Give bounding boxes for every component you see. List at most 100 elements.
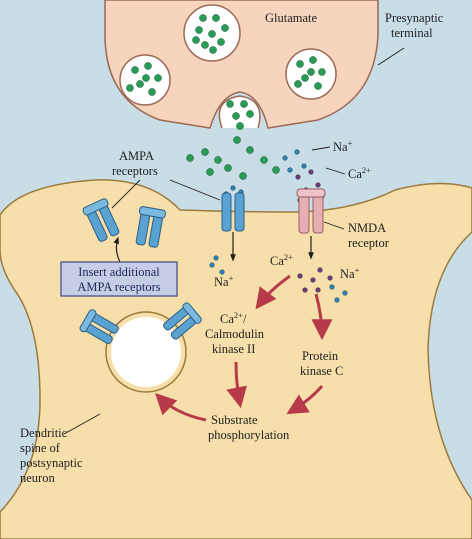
calcium-dot — [297, 273, 303, 279]
glutamate-dot — [201, 148, 209, 156]
postsynaptic-spine — [0, 179, 472, 539]
sodium-dot — [294, 149, 300, 155]
ampa-receptor-endosome-left — [79, 309, 119, 345]
sodium-dot — [334, 297, 340, 303]
leader-nmda — [323, 221, 345, 230]
glutamate-dot — [239, 172, 247, 180]
label-pkc-line2: kinase C — [300, 364, 343, 378]
arrow-ca-to-pkc — [311, 293, 333, 341]
nmda-receptor — [296, 188, 326, 234]
sodium-dot — [219, 269, 225, 275]
label-camk-line2: Calmodulin — [205, 327, 265, 341]
ampa-receptor-left — [82, 198, 120, 242]
glutamate-dot — [246, 146, 254, 154]
label-pkc-line1: Protein — [302, 349, 339, 363]
glutamate-dot — [209, 46, 217, 54]
label-na-left: Na+ — [214, 273, 234, 289]
glutamate-dot — [236, 122, 244, 130]
glutamate-dot — [309, 56, 317, 64]
sodium-dot — [287, 167, 293, 173]
arrow-insert-to-membrane — [113, 236, 121, 263]
sodium-dot — [282, 155, 288, 161]
insert-box-line2: AMPA receptors — [77, 280, 160, 294]
arrow-substrate-to-endosome — [155, 393, 207, 422]
glutamate-dot — [131, 66, 139, 74]
arrow-pkc-to-substrate — [286, 385, 324, 415]
leader-ampa-2 — [169, 179, 221, 201]
ampa-receptor-endosome-right — [163, 302, 202, 340]
calcium-dot — [302, 287, 308, 293]
glutamate-dot — [186, 154, 194, 162]
label-presynaptic-line2: terminal — [391, 26, 433, 40]
label-glutamate: Glutamate — [265, 11, 318, 25]
label-ca-mid: Ca2+ — [270, 252, 293, 268]
label-ampa-line1: AMPA — [119, 149, 154, 163]
glutamate-dot — [195, 26, 203, 34]
label-dendritic-line1: Dendritic — [20, 426, 68, 440]
glutamate-dot — [272, 166, 280, 174]
label-dendritic-line4: neuron — [20, 471, 55, 485]
label-substrate-line2: phosphorylation — [208, 428, 290, 442]
label-ampa-line2: receptors — [112, 164, 158, 178]
glutamate-dot — [212, 14, 220, 22]
glutamate-dot — [318, 68, 326, 76]
glutamate-dot — [246, 110, 254, 118]
label-nmda-line1: NMDA — [348, 221, 386, 235]
glutamate-dot — [314, 82, 322, 90]
leader-ampa-1 — [111, 179, 141, 209]
calcium-dot — [295, 174, 301, 180]
sodium-dot — [301, 163, 307, 169]
label-na-top: Na+ — [333, 138, 353, 154]
glutamate-dot — [296, 60, 304, 68]
glutamate-dot — [224, 164, 232, 172]
glutamate-dot — [233, 136, 241, 144]
glutamate-dot — [201, 41, 209, 49]
label-ca-top: Ca2+ — [348, 165, 371, 181]
leader-dendritic — [63, 413, 101, 435]
leader-na-top — [311, 146, 331, 151]
glutamate-dot — [206, 168, 214, 176]
glutamate-dot — [154, 74, 162, 82]
glutamate-dot — [221, 24, 229, 32]
insert-ampa-box — [60, 261, 178, 297]
glutamate-dot — [148, 88, 156, 96]
glutamate-dot — [136, 80, 144, 88]
sodium-dot — [230, 185, 236, 191]
glutamate-dot — [260, 156, 268, 164]
ampa-receptor-middle — [135, 206, 166, 248]
label-dendritic-line3: postsynaptic — [20, 456, 83, 470]
sodium-dot — [213, 255, 219, 261]
calcium-dot — [310, 277, 316, 283]
glutamate-dot — [142, 74, 150, 82]
label-camk-line3: kinase II — [212, 342, 255, 356]
leader-ca-top — [325, 167, 346, 175]
sodium-dot — [329, 284, 335, 290]
glutamate-dot — [214, 156, 222, 164]
sodium-dot — [342, 290, 348, 296]
leader-presynaptic — [377, 47, 405, 66]
calcium-dot — [317, 267, 323, 273]
endosome-inner — [111, 317, 181, 387]
insert-box-line1: Insert additional — [78, 265, 160, 279]
arrow-camk-to-substrate — [226, 361, 248, 409]
label-camk-line1: Ca2+/ — [220, 310, 247, 326]
calcium-dot — [327, 275, 333, 281]
glutamate-dot — [126, 84, 134, 92]
sodium-dot — [209, 262, 215, 268]
glutamate-dot — [208, 30, 216, 38]
label-dendritic-line2: spine of — [20, 441, 61, 455]
calcium-dot — [308, 169, 314, 175]
arrow-ca-to-camk — [255, 274, 291, 310]
glutamate-dot — [217, 38, 225, 46]
glutamate-dot — [199, 14, 207, 22]
glutamate-dot — [144, 62, 152, 70]
glutamate-dot — [307, 68, 315, 76]
glutamate-dot — [240, 100, 248, 108]
glutamate-dot — [301, 74, 309, 82]
ampa-receptor-channel — [221, 192, 245, 232]
glutamate-dot — [192, 36, 200, 44]
calcium-dot — [315, 287, 321, 293]
glutamate-dot — [294, 80, 302, 88]
label-nmda-line2: receptor — [348, 236, 390, 250]
